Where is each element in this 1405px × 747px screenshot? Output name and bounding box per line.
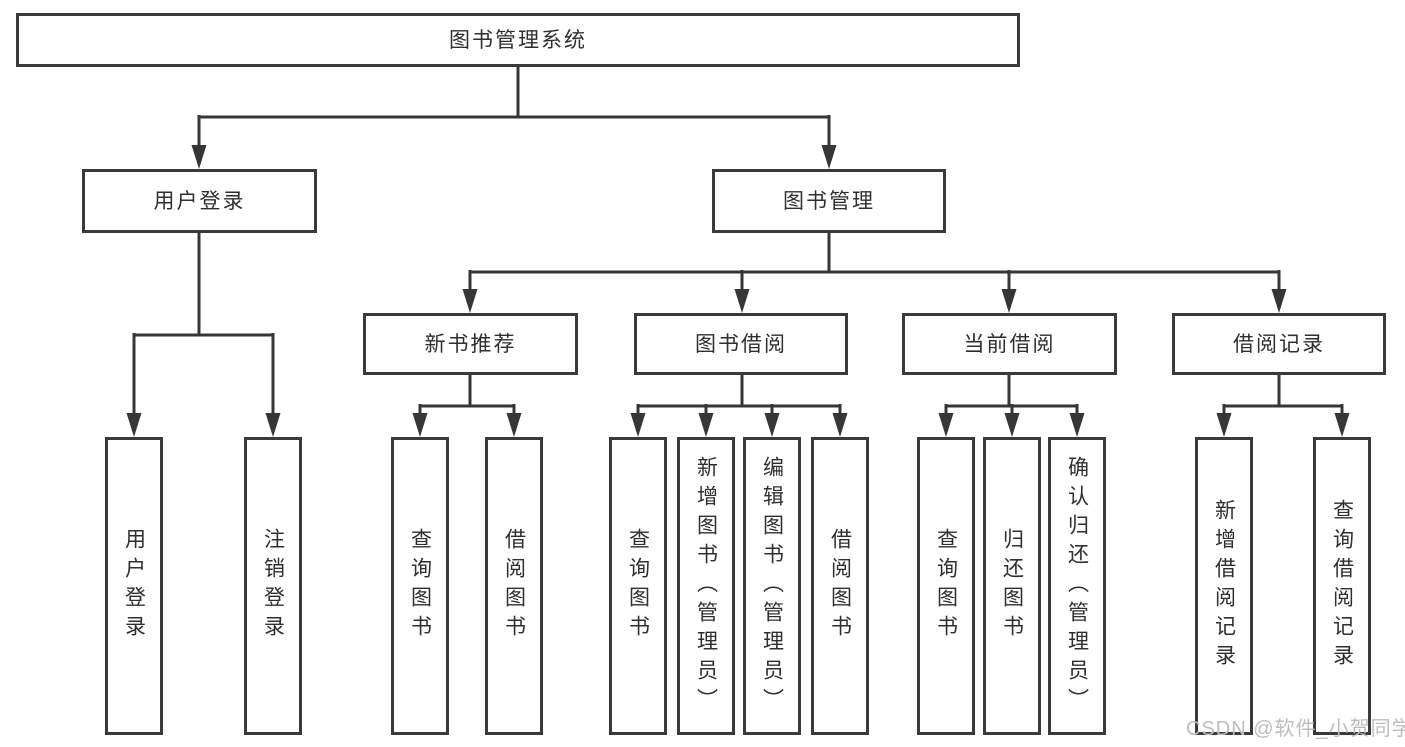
node-label: 用户登录 [122, 528, 146, 644]
leaf-edit-book-admin: 编辑图书（管理员） [743, 437, 801, 735]
node-label: 用户登录 [153, 189, 246, 213]
connector-new-book-recommend [418, 375, 516, 415]
node-label: 编辑图书（管理员） [760, 455, 784, 717]
node-label: 新书推荐 [424, 332, 517, 356]
arrow-down-icon [821, 145, 837, 169]
leaf-query-books-current: 查询图书 [917, 437, 975, 735]
arrow-down-icon [191, 145, 207, 169]
node-label: 借阅图书 [502, 528, 526, 644]
leaf-query-borrow-record: 查询借阅记录 [1313, 437, 1371, 735]
arrow-down-icon [698, 413, 714, 437]
connector-book-management [468, 233, 1281, 291]
arrow-down-icon [734, 289, 750, 313]
node-label: 新增图书（管理员） [694, 455, 718, 717]
leaf-logout: 注销登录 [244, 437, 302, 735]
connector-book-borrow [636, 375, 842, 415]
arrow-down-icon [1216, 413, 1232, 437]
arrow-down-icon [506, 413, 522, 437]
node-label: 图书借阅 [695, 332, 787, 356]
arrow-down-icon [764, 413, 780, 437]
arrow-down-icon [1069, 413, 1085, 437]
node-user-login: 用户登录 [82, 169, 317, 233]
node-label: 图书管理系统 [449, 28, 587, 52]
arrow-down-icon [1004, 413, 1020, 437]
watermark: CSDN @软件_小贺同学 [1186, 718, 1405, 740]
leaf-borrow-books: 借阅图书 [811, 437, 869, 735]
arrow-down-icon [938, 413, 954, 437]
connector-current-borrow [944, 375, 1079, 415]
arrow-down-icon [1001, 289, 1017, 313]
arrow-down-icon [832, 413, 848, 437]
arrow-down-icon [462, 289, 478, 313]
leaf-confirm-return-admin: 确认归还（管理员） [1048, 437, 1106, 735]
leaf-query-books-recommend: 查询图书 [391, 437, 449, 735]
node-label: 确认归还（管理员） [1065, 455, 1089, 717]
node-label: 查询借阅记录 [1330, 499, 1354, 673]
arrow-down-icon [1334, 413, 1350, 437]
leaf-user-login: 用户登录 [105, 437, 163, 735]
node-label: 借阅记录 [1233, 332, 1325, 356]
arrow-down-icon [265, 413, 281, 437]
leaf-query-books-borrow: 查询图书 [609, 437, 667, 735]
node-new-book-recommend: 新书推荐 [363, 313, 578, 375]
node-root: 图书管理系统 [16, 13, 1020, 67]
connector-root [197, 67, 831, 147]
leaf-add-borrow-record: 新增借阅记录 [1195, 437, 1253, 735]
node-label: 查询图书 [408, 528, 432, 644]
arrowheads [126, 145, 1350, 437]
arrow-down-icon [1271, 289, 1287, 313]
node-book-management: 图书管理 [712, 169, 946, 233]
leaf-return-book: 归还图书 [983, 437, 1041, 735]
node-label: 当前借阅 [963, 332, 1056, 356]
connector-borrow-records [1222, 375, 1344, 415]
arrow-down-icon [630, 413, 646, 437]
connector-user-login [132, 233, 275, 415]
node-label: 借阅图书 [828, 528, 852, 644]
node-label: 注销登录 [261, 528, 285, 644]
node-book-borrow: 图书借阅 [634, 313, 848, 375]
node-label: 图书管理 [783, 189, 875, 213]
arrow-down-icon [412, 413, 428, 437]
node-current-borrow: 当前借阅 [902, 313, 1117, 375]
node-label: 查询图书 [626, 528, 650, 644]
leaf-borrow-books-recommend: 借阅图书 [485, 437, 543, 735]
node-label: 查询图书 [934, 528, 958, 644]
node-label: 新增借阅记录 [1212, 499, 1236, 673]
leaf-add-book-admin: 新增图书（管理员） [677, 437, 735, 735]
node-borrow-records: 借阅记录 [1172, 313, 1386, 375]
arrow-down-icon [126, 413, 142, 437]
node-label: 归还图书 [1000, 528, 1024, 644]
